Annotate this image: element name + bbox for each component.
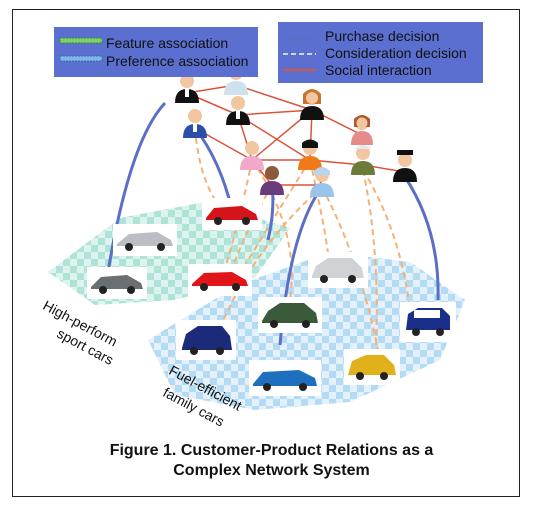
figure-caption: Figure 1. Customer-Product Relations as … xyxy=(0,441,543,481)
car-icon xyxy=(258,297,322,333)
legend-associations: Feature association Preference associati… xyxy=(54,27,258,77)
customer-icon xyxy=(226,96,250,125)
car-icon xyxy=(202,198,262,230)
car-icon xyxy=(176,320,236,360)
car-icon xyxy=(308,252,368,288)
customer-icon xyxy=(298,139,322,170)
legend-preference-label: Preference association xyxy=(106,53,249,69)
customer-icon xyxy=(351,145,375,175)
caption-line-1: Figure 1. Customer-Product Relations as … xyxy=(109,442,434,459)
customer-icon xyxy=(300,89,324,120)
car-icon xyxy=(188,264,252,296)
customer-icon xyxy=(310,167,334,197)
customer-icon xyxy=(175,74,199,103)
car-icon xyxy=(400,302,456,342)
customer-icon xyxy=(183,109,207,138)
car-icon xyxy=(113,224,177,256)
legend-feature-label: Feature association xyxy=(106,35,229,51)
caption-line-2: Complex Network System xyxy=(173,462,370,479)
customer-icon xyxy=(393,150,417,182)
car-icon xyxy=(87,267,147,299)
customer-icon xyxy=(260,166,284,195)
car-icon xyxy=(249,360,321,396)
legend-decisions: Purchase decision Consideration decision… xyxy=(278,22,483,83)
legend-social-label: Social interaction xyxy=(325,62,432,78)
customers xyxy=(175,66,417,197)
car-icon xyxy=(344,349,400,385)
legend-purchase-label: Purchase decision xyxy=(325,28,440,44)
consideration-links xyxy=(194,127,411,351)
customer-icon xyxy=(351,115,373,145)
cars xyxy=(87,198,456,396)
customer-icon xyxy=(240,141,264,170)
legend-consideration-label: Consideration decision xyxy=(325,45,467,61)
